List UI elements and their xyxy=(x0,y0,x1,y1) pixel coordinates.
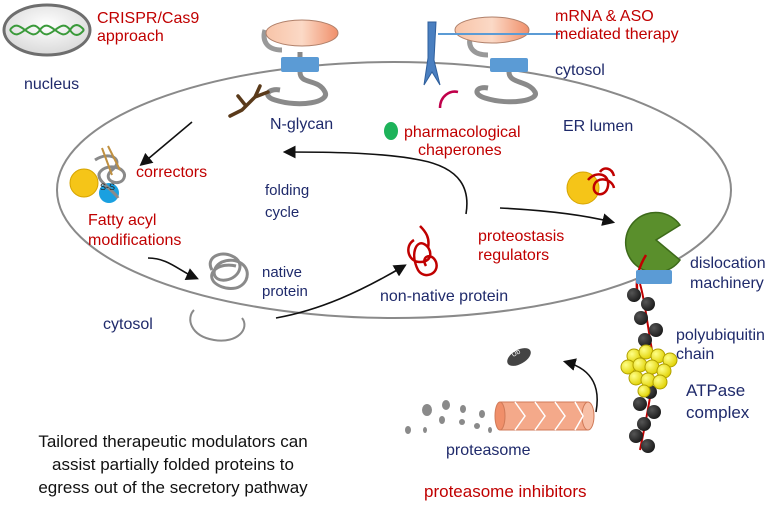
dislocation-channel xyxy=(636,270,672,284)
corrector-complex-icon: S-S xyxy=(69,145,126,203)
summary-caption: Tailored therapeutic modulators can assi… xyxy=(38,432,308,497)
proteasome-label: proteasome xyxy=(446,442,531,459)
svg-text:S-S: S-S xyxy=(100,182,115,192)
proteasome-inhibitors-label: proteasome inhibitors xyxy=(424,482,587,501)
chaperone-bound-protein-icon xyxy=(566,167,616,205)
cytosol-top-label: cytosol xyxy=(555,62,605,79)
pharmacological-chaperone-icon xyxy=(384,122,398,140)
er-membrane xyxy=(56,61,732,319)
peptide-fragments xyxy=(405,400,492,434)
er-lumen-label: ER lumen xyxy=(563,118,634,135)
glycoprotein-icon xyxy=(261,19,339,107)
nucleus-icon xyxy=(2,3,92,57)
non-native-protein-label: non-native protein xyxy=(380,288,509,305)
arrows xyxy=(139,121,616,413)
native-protein-icon xyxy=(208,252,249,290)
n-glycan-icon xyxy=(228,84,270,118)
n-glycan-label: N-glycan xyxy=(270,116,334,133)
cytosol-bottom-label: cytosol xyxy=(103,316,153,333)
atpase-pacman-icon xyxy=(624,211,682,274)
nucleus-label: nucleus xyxy=(24,76,80,93)
non-native-protein-icon xyxy=(407,225,438,277)
cytosol-vesicle xyxy=(189,309,246,342)
mrna-aso-protein-icon xyxy=(423,16,560,109)
correctors-label: correctors xyxy=(136,164,208,181)
atpase-complex-icon xyxy=(620,344,678,398)
ub-icon xyxy=(507,348,531,366)
proteasome-icon xyxy=(494,401,595,431)
